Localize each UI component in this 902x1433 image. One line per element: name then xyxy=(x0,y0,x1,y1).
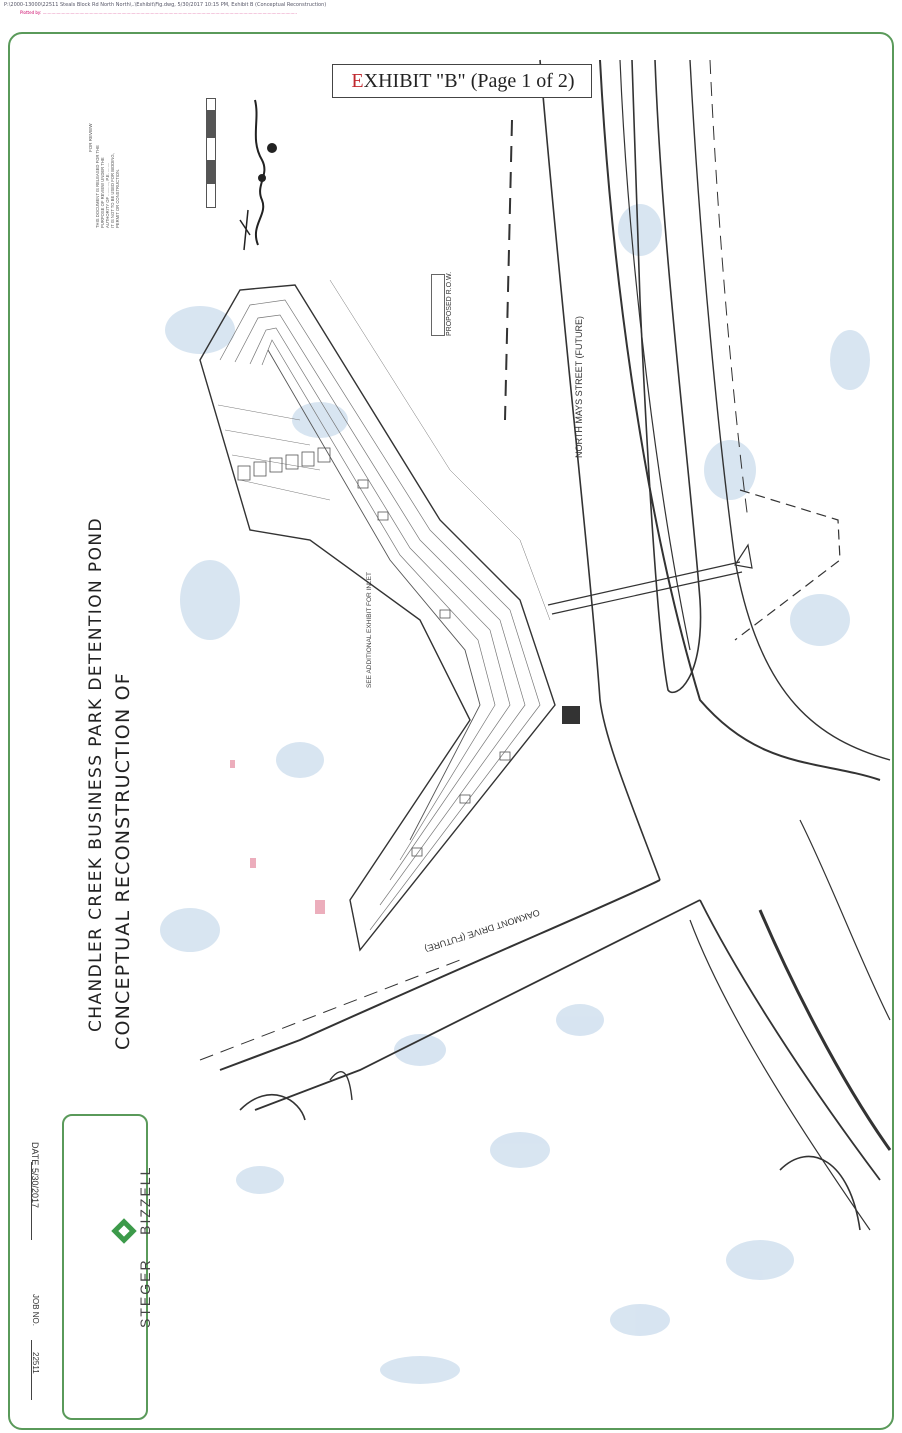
firm-name-right: BIZZELL xyxy=(137,1165,153,1235)
north-mays-street xyxy=(504,59,891,881)
exhibit-box: EXHIBIT "B" (Page 1 of 2) xyxy=(332,64,592,98)
tree-line xyxy=(239,99,277,251)
firm-name: STEGER BIZZELL xyxy=(137,1166,153,1328)
scan-noise xyxy=(160,204,870,1384)
scale-bar xyxy=(206,98,216,208)
date-underline xyxy=(31,1162,32,1240)
title-line-2: CHANDLER CREEK BUSINESS PARK DETENTION P… xyxy=(86,517,106,1032)
job-number-label: JOB NO. xyxy=(31,1294,40,1327)
exhibit-title: EXHIBIT "B" (Page 1 of 2) xyxy=(333,70,593,93)
detention-pond xyxy=(199,279,556,952)
inlet-note: SEE ADDITIONAL EXHIBIT FOR INLET xyxy=(366,572,373,688)
exhibit-label: XHIBIT "B" (Page 1 of 2) xyxy=(363,70,575,92)
job-underline xyxy=(31,1340,32,1400)
row-label-box xyxy=(431,274,445,336)
scale-bar-segment xyxy=(207,110,215,138)
oakmont-drive xyxy=(199,819,892,1231)
firm-name-left: STEGER xyxy=(137,1258,153,1328)
sheet-border xyxy=(8,32,894,1430)
job-number-value: 22511 xyxy=(31,1352,40,1374)
review-note-body: THIS DOCUMENT IS RELEASED FOR THE PURPOS… xyxy=(95,145,120,228)
exhibit-prefix: E xyxy=(351,70,364,92)
title-block xyxy=(62,1114,148,1420)
cross-road-stub xyxy=(547,489,841,641)
scale-bar-segment xyxy=(207,160,215,184)
row-label: PROPOSED R.O.W. xyxy=(446,271,453,336)
plot-info-header: Plotted by: ............................… xyxy=(20,10,297,15)
north-mays-label: NORTH MAYS STREET (FUTURE) xyxy=(574,315,584,458)
pond-structures xyxy=(237,447,511,857)
review-note-heading: FOR REVIEW xyxy=(88,123,93,152)
scan-marks xyxy=(230,760,325,914)
title-line-1: CONCEPTUAL RECONSTRUCTION OF xyxy=(112,672,134,1050)
file-path-header: P:\2000-13000\22511 Steals Block Rd Nort… xyxy=(4,2,327,8)
outlet-structure xyxy=(562,706,580,724)
